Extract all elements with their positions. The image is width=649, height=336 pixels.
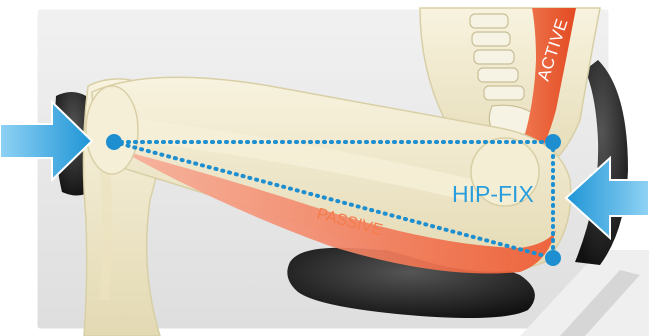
hip-bottom-point-dot	[545, 250, 561, 266]
hip-fix-label: HIP-FIX	[452, 181, 534, 207]
hip-top-point-dot	[545, 134, 561, 150]
knee-point-dot	[106, 134, 122, 150]
knee-joint	[86, 86, 138, 174]
